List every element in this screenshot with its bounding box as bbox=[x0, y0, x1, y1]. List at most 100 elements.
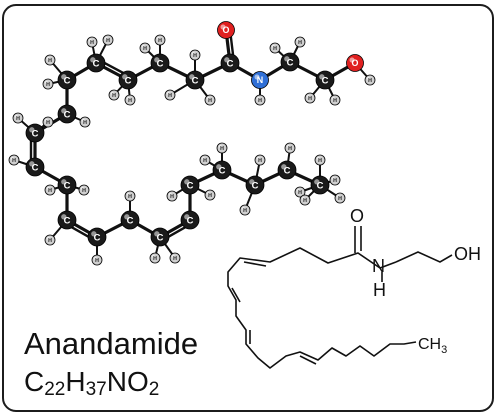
hydrogen-atom-highlight bbox=[126, 96, 130, 100]
hydrogen-atom-label: H bbox=[303, 198, 307, 204]
hydrogen-atom-highlight bbox=[10, 156, 14, 160]
hydrogen-atom-highlight bbox=[151, 254, 155, 258]
hydrogen-atom-highlight bbox=[156, 36, 160, 40]
carbon-atom-highlight bbox=[122, 74, 128, 80]
carbon-atom-label: C bbox=[317, 180, 324, 191]
carbon-atom-highlight bbox=[224, 57, 230, 63]
carbon-atom-label: C bbox=[252, 180, 259, 191]
carbon-atom-highlight bbox=[184, 179, 190, 185]
nitrogen-atom-label: N bbox=[257, 75, 263, 85]
hydrogen-atom-highlight bbox=[296, 38, 300, 42]
carbon-atom-highlight bbox=[29, 161, 35, 167]
carbon-atom-label: C bbox=[192, 75, 199, 86]
oxygen-atom-label: O bbox=[223, 25, 230, 35]
hydrogen-atom-highlight bbox=[286, 144, 290, 148]
carbon-atom-highlight bbox=[124, 214, 130, 220]
hydrogen-atom-highlight bbox=[301, 196, 305, 200]
hydrogen-atom-label: H bbox=[128, 194, 132, 200]
hydrogen-atom-highlight bbox=[191, 51, 195, 55]
hydrogen-atom-highlight bbox=[171, 254, 175, 258]
carbon-atom-highlight bbox=[249, 179, 255, 185]
hydrogen-atom-highlight bbox=[331, 176, 335, 180]
hydrogen-atom-label: H bbox=[333, 178, 337, 184]
hydrogen-atom-highlight bbox=[126, 192, 130, 196]
hydrogen-atom-label: H bbox=[153, 256, 157, 262]
nitrogen-atom-highlight bbox=[254, 74, 260, 80]
skeletal-chain bbox=[227, 247, 417, 369]
carbon-atom-highlight bbox=[61, 214, 67, 220]
molecular-formula: C22H37NO2 bbox=[24, 366, 160, 400]
hydrogen-atom-highlight bbox=[141, 44, 145, 48]
molecule-name: Anandamide bbox=[24, 326, 199, 361]
hydrogen-atom-label: H bbox=[90, 40, 94, 46]
carbon-atom-highlight bbox=[189, 74, 195, 80]
hydrogen-atom-highlight bbox=[306, 94, 310, 98]
carbon-atom-label: C bbox=[64, 109, 71, 120]
hydrogen-atom-label: H bbox=[220, 146, 224, 152]
hydrogen-atom-label: H bbox=[82, 188, 86, 194]
double-bond-line bbox=[231, 287, 241, 303]
hydrogen-atom-highlight bbox=[218, 144, 222, 148]
carbon-atom-label: C bbox=[94, 232, 101, 243]
hydrogen-atom-highlight bbox=[110, 91, 114, 95]
hydrogen-atom-highlight bbox=[46, 236, 50, 240]
hydrogen-atom-highlight bbox=[168, 192, 172, 196]
hydrogen-atom-highlight bbox=[14, 114, 18, 118]
carbon-atom-highlight bbox=[154, 57, 160, 63]
amide-nitrogen-label: N bbox=[372, 256, 385, 276]
hydrogen-atom-label: H bbox=[173, 256, 177, 262]
hydrogen-atom-highlight bbox=[256, 96, 260, 100]
hydrogen-atom-label: H bbox=[258, 98, 262, 104]
hydrogen-atom-label: H bbox=[318, 158, 322, 164]
hydrogen-atom-label: H bbox=[143, 46, 147, 52]
amide-hydrogen-label: H bbox=[373, 280, 386, 300]
hydrogen-atom-label: H bbox=[112, 93, 116, 99]
hydrogen-atom-label: H bbox=[48, 188, 52, 194]
carbon-atom-label: C bbox=[322, 75, 329, 86]
carbon-atom-highlight bbox=[61, 179, 67, 185]
carbon-atom-label: C bbox=[187, 180, 194, 191]
hydrogen-atom-highlight bbox=[46, 56, 50, 60]
hydrogen-atom-label: H bbox=[48, 238, 52, 244]
carbon-atom-highlight bbox=[61, 74, 67, 80]
hydrogen-atom-highlight bbox=[316, 156, 320, 160]
carbon-atom-label: C bbox=[157, 232, 164, 243]
hydrogen-atom-label: H bbox=[288, 146, 292, 152]
hydroxyl-label: OH bbox=[454, 244, 481, 264]
double-bond-line bbox=[299, 355, 317, 365]
carbon-atom-highlight bbox=[216, 164, 222, 170]
amide-bond bbox=[379, 261, 397, 269]
hydrogen-atom-highlight bbox=[81, 118, 85, 122]
methyl-label: CH3 bbox=[418, 336, 447, 356]
hydrogen-atom-highlight bbox=[93, 256, 97, 260]
carbon-atom-highlight bbox=[314, 179, 320, 185]
carbon-atom-label: C bbox=[127, 215, 134, 226]
hydrogen-atom-highlight bbox=[201, 156, 205, 160]
skeletal-formula: O N H OH CH3 bbox=[227, 206, 481, 369]
carbon-atom-highlight bbox=[90, 57, 96, 63]
hydrogen-atom-highlight bbox=[88, 38, 92, 42]
double-bond-line bbox=[243, 261, 267, 267]
hydrogen-atom-label: H bbox=[46, 82, 50, 88]
hydrogen-atom-label: H bbox=[298, 40, 302, 46]
hydrogen-atom-highlight bbox=[331, 96, 335, 100]
hydrogen-atom-label: H bbox=[258, 158, 262, 164]
hydrogen-atom-highlight bbox=[256, 156, 260, 160]
hydrogen-atom-highlight bbox=[206, 191, 210, 195]
hydrogen-atom-highlight bbox=[296, 188, 300, 192]
hydrogen-atom-label: H bbox=[158, 38, 162, 44]
hydrogen-atom-label: H bbox=[273, 46, 277, 52]
hydrogen-atom-highlight bbox=[366, 76, 370, 80]
carbon-atom-highlight bbox=[284, 56, 290, 62]
hydrogen-atom-label: H bbox=[338, 196, 342, 202]
carbon-atom-label: C bbox=[64, 75, 71, 86]
hydrogen-atom-label: H bbox=[193, 53, 197, 59]
hydrogen-atom-label: H bbox=[243, 208, 247, 214]
carbon-atom-label: C bbox=[93, 58, 100, 69]
hydrogen-atom-label: H bbox=[48, 58, 52, 64]
hydrogen-atom-highlight bbox=[336, 194, 340, 198]
hydrogen-atom-label: H bbox=[208, 98, 212, 104]
carbon-atom-highlight bbox=[184, 214, 190, 220]
